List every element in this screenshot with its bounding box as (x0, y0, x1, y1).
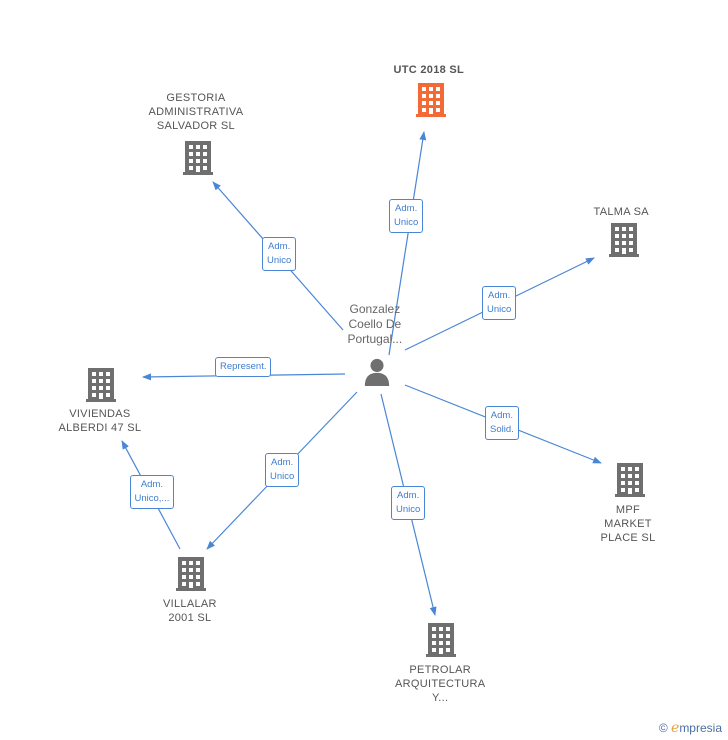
company-name-talma[interactable]: TALMA SA (593, 206, 649, 218)
company-name-mpf[interactable]: MPF MARKET PLACE SL (600, 504, 656, 544)
company-name-gestoria[interactable]: GESTORIA ADMINISTRATIVA SALVADOR SL (148, 92, 244, 132)
building-icon-villalar[interactable] (176, 557, 206, 591)
company-name-petrolar[interactable]: PETROLAR ARQUITECTURA Y... (395, 664, 486, 704)
building-icon-talma[interactable] (609, 223, 639, 257)
building-icon-mpf[interactable] (615, 463, 645, 497)
edge-label-center-mpf[interactable]: Adm. Solid. (485, 406, 519, 440)
copyright-symbol: © (658, 721, 668, 735)
brand-initial: e (671, 720, 680, 736)
edge-label-center-gestoria[interactable]: Adm. Unico (262, 237, 297, 271)
footer-brand: © empresia (659, 720, 722, 736)
edge-label-center-talma[interactable]: Adm. Unico (482, 286, 517, 320)
person-icon[interactable] (364, 358, 390, 386)
building-icon-gestoria[interactable] (183, 141, 213, 175)
person-name[interactable]: Gonzalez Coello De Portugal... (347, 302, 403, 346)
building-icon-viviendas[interactable] (86, 368, 116, 402)
edge-center-utc (388, 131, 427, 356)
brand-name: mpresia (679, 721, 722, 735)
edge-label-villalar-viviendas[interactable]: Adm. Unico,... (129, 475, 175, 509)
building-icon-utc[interactable] (416, 83, 446, 117)
nodes (86, 83, 645, 657)
company-name-viviendas[interactable]: VIVIENDAS ALBERDI 47 SL (58, 408, 142, 434)
edge-label-center-viviendas[interactable]: Represent. (215, 357, 272, 377)
edge-label-center-utc[interactable]: Adm. Unico (389, 199, 424, 233)
company-name-utc[interactable]: UTC 2018 SL (393, 64, 465, 76)
edge-label-center-villalar[interactable]: Adm. Unico (265, 453, 300, 487)
edge-label-center-petrolar[interactable]: Adm. Unico (391, 486, 426, 520)
company-name-villalar[interactable]: VILLALAR 2001 SL (163, 598, 217, 624)
building-icon-petrolar[interactable] (426, 623, 456, 657)
edges (121, 131, 602, 616)
